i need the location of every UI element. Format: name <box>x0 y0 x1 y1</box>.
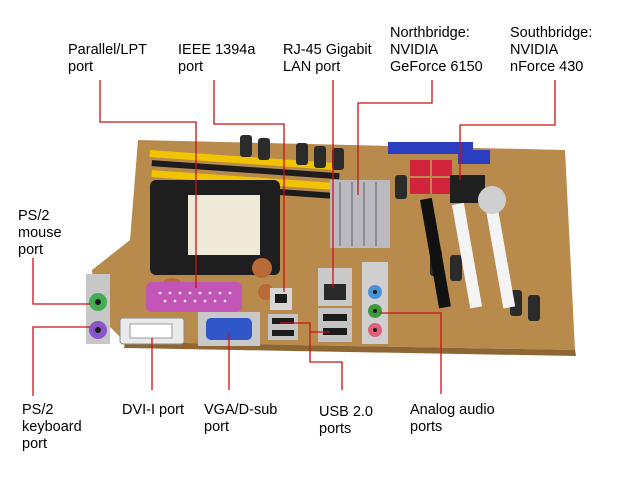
label-northbridge: Northbridge: NVIDIA GeForce 6150 <box>390 25 483 75</box>
expansion-slots <box>420 197 516 309</box>
label-parallel-port: Parallel/LPT port <box>68 42 147 75</box>
leader-ieee1394 <box>213 80 285 292</box>
label-usb-ports: USB 2.0 ports <box>319 404 373 437</box>
leader-parallel <box>99 80 197 288</box>
label-ieee1394-port: IEEE 1394a port <box>178 42 256 75</box>
leader-northbridge <box>357 80 433 195</box>
leader-ps2-keyboard <box>32 326 90 396</box>
ide-connectors <box>388 142 490 164</box>
sata-connectors <box>410 160 452 194</box>
northbridge-heatsink <box>330 180 390 248</box>
label-ps2-mouse-port: PS/2 mouse port <box>18 208 62 258</box>
label-dvi-port: DVI-I port <box>122 402 185 418</box>
cpu-socket <box>150 180 280 275</box>
label-ps2-keyboard-port: PS/2 keyboard port <box>22 402 82 452</box>
io-panel <box>86 262 388 346</box>
leader-audio <box>380 312 442 394</box>
leader-ps2-mouse <box>32 258 90 305</box>
cmos-battery <box>478 186 506 214</box>
label-audio-ports: Analog audio ports <box>410 402 495 435</box>
label-rj45-port: RJ-45 Gigabit LAN port <box>283 42 372 75</box>
leader-lines <box>32 80 556 396</box>
label-southbridge: Southbridge: NVIDIA nForce 430 <box>510 25 593 75</box>
label-vga-port: VGA/D-sub port <box>204 402 278 435</box>
leader-usb <box>280 322 343 390</box>
leader-southbridge <box>459 80 556 180</box>
